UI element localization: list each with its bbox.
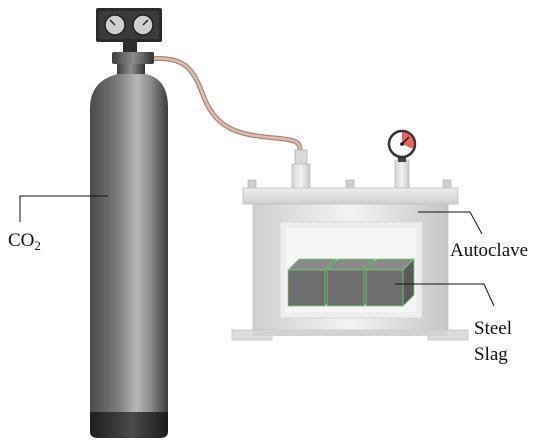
co2-label: CO2 xyxy=(8,230,41,253)
pressure-gauge-icon xyxy=(387,129,417,189)
autoclave-label: Autoclave xyxy=(450,240,528,261)
autoclave xyxy=(231,129,469,341)
co2-leader-line xyxy=(19,195,108,222)
steel-slag-blocks xyxy=(287,258,415,307)
cylinder-base xyxy=(90,412,168,438)
dual-gauge-regulator-icon xyxy=(96,8,162,52)
steel-slag-label-line2: Slag xyxy=(474,344,508,365)
cylinder-body xyxy=(90,74,168,418)
steel-slag-leader-line xyxy=(395,283,495,307)
co2-cylinder xyxy=(90,8,168,438)
steel-slag-label-line1: Steel xyxy=(474,318,512,339)
autoclave-leader-line xyxy=(418,211,483,235)
